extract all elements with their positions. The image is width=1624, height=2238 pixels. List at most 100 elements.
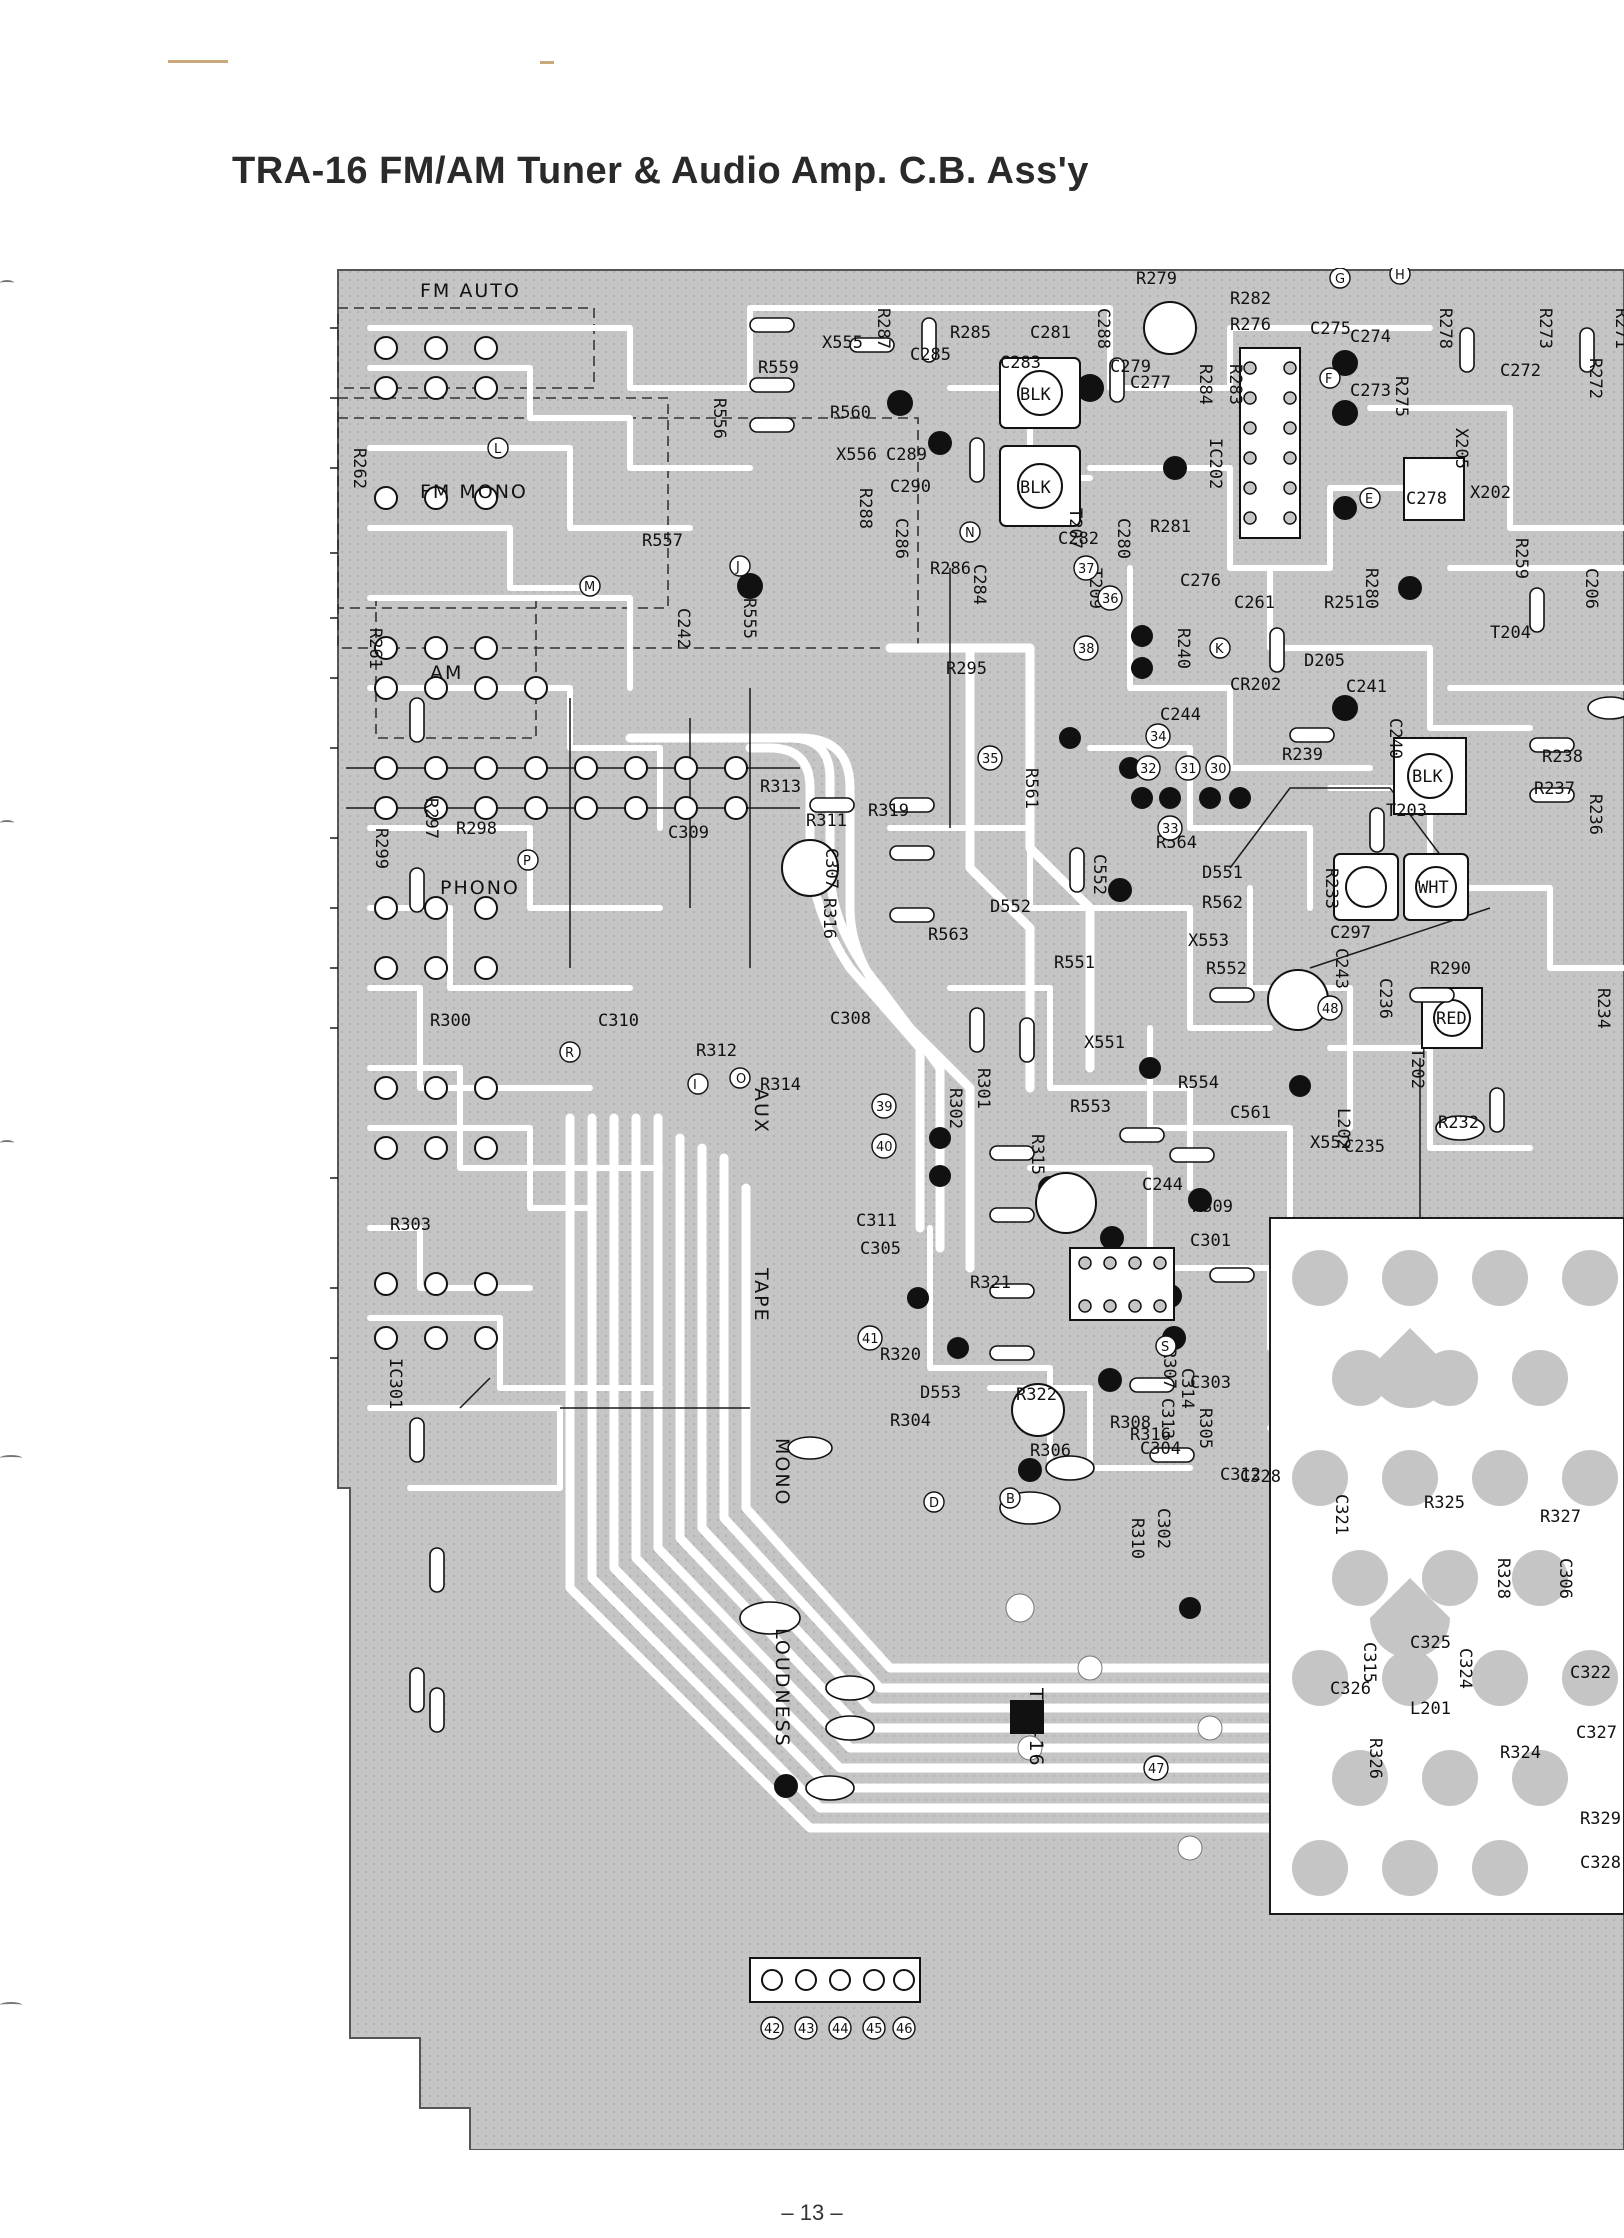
test-point-label: S [1161, 1340, 1169, 1355]
terminal-number: 34 [1150, 730, 1167, 745]
component-label: C280 [1113, 518, 1133, 559]
component-label: C301 [1190, 1231, 1231, 1251]
bottom-connector [749, 1957, 921, 2040]
shield-label: BLK [1412, 767, 1443, 787]
test-point-label: H [1395, 268, 1405, 283]
component-label: C302 [1153, 1508, 1173, 1549]
component-label: R554 [1178, 1073, 1219, 1093]
component-label: C303 [1190, 1373, 1231, 1393]
component-label: C328 [1580, 1853, 1621, 1873]
component-label: R237 [1534, 779, 1575, 799]
component-label: C306 [1555, 1558, 1575, 1599]
component-label: R239 [1282, 745, 1323, 765]
component-label: C311 [856, 1211, 897, 1231]
component-label: R304 [890, 1411, 931, 1431]
component-label: X552 [1310, 1133, 1351, 1153]
terminal-number: 45 [866, 2022, 883, 2037]
component-label: R326 [1365, 1738, 1385, 1779]
component-label: R309 [1192, 1197, 1233, 1217]
component-label: C321 [1331, 1494, 1351, 1535]
terminal-number: 35 [982, 752, 999, 767]
component-label: R234 [1593, 988, 1613, 1029]
component-label: R328 [1493, 1558, 1513, 1599]
component-label: R322 [1016, 1385, 1057, 1405]
component-label: R552 [1206, 959, 1247, 979]
component-label: CR202 [1230, 675, 1281, 695]
component-label: C283 [1000, 353, 1041, 373]
component-label: R251 [1324, 593, 1365, 613]
component-label: R238 [1542, 747, 1583, 767]
component-label: R279 [1136, 269, 1177, 289]
component-label: C276 [1180, 571, 1221, 591]
section-label: AUX [750, 1088, 772, 1134]
component-label: C327 [1576, 1723, 1617, 1743]
component-label: C286 [891, 518, 911, 559]
component-label: C308 [830, 1009, 871, 1029]
component-label: D205 [1304, 651, 1345, 671]
terminal-number: 37 [1078, 562, 1095, 577]
component-label: C312 [1220, 1465, 1261, 1485]
terminal-number: 30 [1210, 762, 1227, 777]
component-label: T203 [1386, 801, 1427, 821]
margin-mark [0, 1455, 22, 1461]
component-label: C285 [910, 345, 951, 365]
section-label: AM [430, 662, 463, 684]
terminal-number: 39 [876, 1100, 893, 1115]
terminal-number: 36 [1102, 592, 1119, 607]
component-label: R551 [1054, 953, 1095, 973]
component-label: R236 [1585, 794, 1605, 835]
component-label: C242 [673, 608, 693, 649]
terminal-number: 32 [1140, 762, 1157, 777]
component-label: C326 [1330, 1679, 1371, 1699]
margin-mark [0, 1140, 14, 1146]
test-point-label: L [494, 442, 502, 457]
shield-label: WHT [1418, 878, 1449, 898]
test-point-label: J [735, 560, 740, 575]
margin-mark [0, 2002, 22, 2008]
component-label: D551 [1202, 863, 1243, 883]
print-mark-right [540, 61, 554, 64]
component-label: C322 [1570, 1663, 1611, 1683]
component-label: R556 [709, 398, 729, 439]
component-label: R559 [758, 358, 799, 378]
circuit-board-diagram: BLK BLK BLK WHT RED [330, 268, 1624, 2150]
component-label: C235 [1344, 1137, 1385, 1157]
component-label: R319 [868, 801, 909, 821]
section-label: LOUDNESS [771, 1628, 793, 1748]
component-label: R307 [1159, 1348, 1179, 1389]
test-point-label: O [736, 1072, 746, 1087]
component-label: R298 [456, 819, 497, 839]
component-label: T207 [1065, 508, 1085, 549]
component-label: T204 [1490, 623, 1531, 643]
component-label: C324 [1455, 1648, 1475, 1689]
component-label: R312 [696, 1041, 737, 1061]
component-label: R281 [1150, 517, 1191, 537]
component-label: R284 [1195, 364, 1215, 405]
component-label: X556 [836, 445, 877, 465]
shield-label: BLK [1020, 478, 1051, 498]
test-point-label: E [1365, 492, 1373, 507]
test-point-label: R [565, 1046, 574, 1061]
component-label: R553 [1070, 1097, 1111, 1117]
component-label: R286 [930, 559, 971, 579]
component-label: X202 [1470, 483, 1511, 503]
component-label: R308 [1110, 1413, 1151, 1433]
component-label: R285 [950, 323, 991, 343]
terminal-number: 44 [832, 2022, 849, 2037]
component-label: X551 [1084, 1033, 1125, 1053]
component-label: R233 [1321, 868, 1341, 909]
component-label: C261 [1234, 593, 1275, 613]
section-label: FM AUTO [420, 280, 521, 302]
component-label: C290 [890, 477, 931, 497]
component-label: C309 [668, 823, 709, 843]
component-label: IC202 [1205, 438, 1225, 489]
component-label: R555 [739, 598, 759, 639]
board-id-label: TRA-16 [1025, 1687, 1047, 1768]
component-label: C310 [598, 1011, 639, 1031]
component-label: C244 [1142, 1175, 1183, 1195]
component-label: C241 [1346, 677, 1387, 697]
component-label: R278 [1435, 308, 1455, 349]
component-label: C277 [1130, 373, 1171, 393]
component-label: C278 [1406, 489, 1447, 509]
print-mark-left [168, 60, 228, 63]
